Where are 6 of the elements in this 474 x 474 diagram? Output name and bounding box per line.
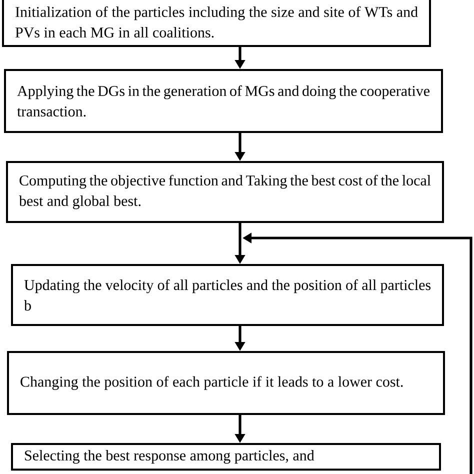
process-box: Selecting the best response among particles, and (11, 443, 441, 471)
process-box: Updating the velocity of all particles and the position of all particles b (11, 264, 444, 326)
process-box: Applying the DGs in the generation of MGs and doing the cooperative transaction. (4, 69, 443, 133)
process-box: Initialization of the particles including the size and site of WTs and PVs in each MG in all coalitions. (2, 0, 431, 47)
process-box: Computing the objective function and Taking the best cost of the local best and global best. (6, 161, 444, 223)
process-box: Changing the position of each particle if it leads to a lower cost. (7, 351, 445, 415)
